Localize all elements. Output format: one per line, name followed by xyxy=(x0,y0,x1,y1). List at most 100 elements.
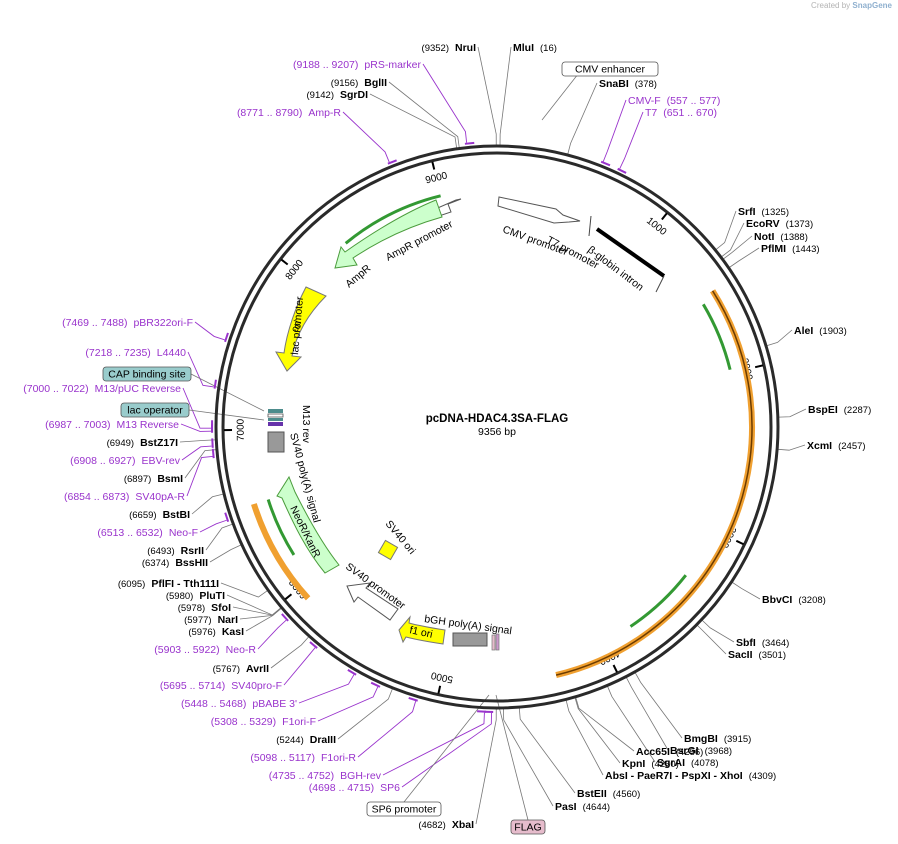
primer-label-m13-puc-reverse[interactable]: (7000 .. 7022)M13/pUC Reverse xyxy=(23,383,181,395)
enzyme-label-bsmi[interactable]: (6897)BsmI xyxy=(124,473,183,485)
enzyme-label-text[interactable]: (6374)BssHII xyxy=(142,557,208,569)
bgh-polya-block[interactable] xyxy=(452,632,488,647)
enzyme-label-text[interactable]: EcoRV(1373) xyxy=(746,218,813,230)
enzyme-label-bglii[interactable]: (9156)BglII xyxy=(331,77,387,89)
enzyme-label-pflmi[interactable]: PflMI(1443) xyxy=(761,243,820,255)
enzyme-label-text[interactable]: (5977)NarI xyxy=(184,614,238,626)
enzyme-label-text[interactable]: (6897)BsmI xyxy=(124,473,183,485)
enzyme-label-pflfi-tth111i[interactable]: (6095)PflFI - Tth111I xyxy=(118,578,219,590)
enzyme-label-text[interactable]: XcmI(2457) xyxy=(807,440,866,452)
enzyme-label-text[interactable]: SacII(3501) xyxy=(728,649,786,661)
enzyme-label-rsrii[interactable]: (6493)RsrII xyxy=(147,545,204,557)
sv40-promoter-arrow[interactable] xyxy=(346,582,399,621)
enzyme-label-text[interactable]: (4682)XbaI xyxy=(418,819,474,831)
primer-label-t7[interactable]: T7(651 .. 670) xyxy=(645,107,717,119)
enzyme-label-kasi[interactable]: (5976)KasI xyxy=(188,626,244,638)
primer-label-text[interactable]: (6854 .. 6873)SV40pA-R xyxy=(64,491,185,503)
primer-label-text[interactable]: (6987 .. 7003)M13 Reverse xyxy=(45,419,179,431)
primer-label-text[interactable]: (4735 .. 4752)BGH-rev xyxy=(269,770,382,782)
enzyme-label-text[interactable]: (5976)KasI xyxy=(188,626,244,638)
enzyme-label-srfi[interactable]: SrfI(1325) xyxy=(738,206,789,218)
primer-label-text[interactable]: (7000 .. 7022)M13/pUC Reverse xyxy=(23,383,181,395)
enzyme-label-text[interactable]: AbsI - PaeR7I - PspXI - XhoI(4309) xyxy=(605,770,776,782)
enzyme-label-text[interactable]: (6949)BstZ17I xyxy=(107,437,178,449)
primer-label-text[interactable]: (5308 .. 5329)F1ori-F xyxy=(211,716,316,728)
sv40-polya-block[interactable] xyxy=(267,431,285,453)
enzyme-label-text[interactable]: BsrGI(3968) xyxy=(670,745,732,757)
feature-box[interactable] xyxy=(561,61,659,77)
enzyme-label-avrii[interactable]: (5767)AvrII xyxy=(213,663,270,675)
primer-label-text[interactable]: (8771 .. 8790)Amp-R xyxy=(237,107,341,119)
primer-label-bgh-rev[interactable]: (4735 .. 4752)BGH-rev xyxy=(269,770,382,782)
primer-label-text[interactable]: (9188 .. 9207)pRS-marker xyxy=(293,59,421,71)
primer-label-m13-reverse[interactable]: (6987 .. 7003)M13 Reverse xyxy=(45,419,179,431)
enzyme-label-text[interactable]: SgrAI(4078) xyxy=(657,757,718,769)
enzyme-label-text[interactable]: AleI(1903) xyxy=(794,325,847,337)
primer-label-l4440[interactable]: (7218 .. 7235)L4440 xyxy=(85,347,186,359)
enzyme-label-text[interactable]: (6095)PflFI - Tth111I xyxy=(118,578,219,590)
enzyme-label-text[interactable]: (9142)SgrDI xyxy=(307,89,369,101)
sp6-block[interactable] xyxy=(495,633,500,651)
primer-label-pbabe-3[interactable]: (5448 .. 5468)pBABE 3' xyxy=(181,698,297,710)
enzyme-label-text[interactable]: MluI(16) xyxy=(513,42,557,54)
primer-label-text[interactable]: T7(651 .. 670) xyxy=(645,107,717,119)
enzyme-label-xbai[interactable]: (4682)XbaI xyxy=(418,819,474,831)
enzyme-label-text[interactable]: KpnI(4260) xyxy=(622,758,679,770)
enzyme-label-text[interactable]: SbfI(3464) xyxy=(736,637,789,649)
feature-box[interactable] xyxy=(102,366,192,382)
neor-green-arc[interactable] xyxy=(266,499,296,556)
m13-rev-block[interactable] xyxy=(268,422,283,426)
primer-label-pbr322ori-f[interactable]: (7469 .. 7488)pBR322ori-F xyxy=(62,317,193,329)
primer-label-neo-f[interactable]: (6513 .. 6532)Neo-F xyxy=(97,527,198,539)
feature-box-flag[interactable]: FLAG xyxy=(510,819,546,835)
enzyme-label-snabi[interactable]: SnaBI(378) xyxy=(599,78,657,90)
feature-box[interactable] xyxy=(120,402,190,418)
feature-box-cap-binding-site[interactable]: CAP binding site xyxy=(102,366,192,382)
ori-arrow[interactable] xyxy=(275,286,327,372)
enzyme-label-absi-paer7i-pspxi-xhoi[interactable]: AbsI - PaeR7I - PspXI - XhoI(4309) xyxy=(605,770,776,782)
enzyme-label-bsteii[interactable]: BstEII(4560) xyxy=(577,788,640,800)
enzyme-label-bbvci[interactable]: BbvCI(3208) xyxy=(762,594,826,606)
lac-promoter-block[interactable] xyxy=(267,413,284,418)
enzyme-label-nari[interactable]: (5977)NarI xyxy=(184,614,238,626)
enzyme-label-draiii[interactable]: (5244)DraIII xyxy=(276,734,336,746)
enzyme-label-bsshii[interactable]: (6374)BssHII xyxy=(142,557,208,569)
enzyme-label-ecorv[interactable]: EcoRV(1373) xyxy=(746,218,813,230)
primer-label-f1ori-f[interactable]: (5308 .. 5329)F1ori-F xyxy=(211,716,316,728)
enzyme-label-pluti[interactable]: (5980)PluTI xyxy=(166,590,225,602)
feature-box-sp6-promoter[interactable]: SP6 promoter xyxy=(366,801,442,817)
enzyme-label-bmgbi[interactable]: BmgBI(3915) xyxy=(684,733,751,745)
enzyme-label-noti[interactable]: NotI(1388) xyxy=(754,231,808,243)
primer-label-sv40pa-r[interactable]: (6854 .. 6873)SV40pA-R xyxy=(64,491,185,503)
enzyme-label-alei[interactable]: AleI(1903) xyxy=(794,325,847,337)
enzyme-label-bstz17i[interactable]: (6949)BstZ17I xyxy=(107,437,178,449)
primer-label-ebv-rev[interactable]: (6908 .. 6927)EBV-rev xyxy=(70,455,181,467)
cap-site-block[interactable] xyxy=(268,409,283,413)
enzyme-label-text[interactable]: (5244)DraIII xyxy=(276,734,336,746)
enzyme-label-text[interactable]: BspEI(2287) xyxy=(808,404,871,416)
enzyme-label-text[interactable]: (5978)SfoI xyxy=(178,602,231,614)
primer-label-text[interactable]: (5903 .. 5922)Neo-R xyxy=(154,644,256,656)
primer-label-amp-r[interactable]: (8771 .. 8790)Amp-R xyxy=(237,107,341,119)
primer-label-text[interactable]: (5448 .. 5468)pBABE 3' xyxy=(181,698,297,710)
cmv-promoter-arrow[interactable] xyxy=(497,196,581,224)
enzyme-label-bspei[interactable]: BspEI(2287) xyxy=(808,404,871,416)
enzyme-label-sbfi[interactable]: SbfI(3464) xyxy=(736,637,789,649)
enzyme-label-text[interactable]: Acc65I(4256) xyxy=(636,746,703,758)
primer-label-f1ori-r[interactable]: (5098 .. 5117)F1ori-R xyxy=(250,752,356,764)
enzyme-label-text[interactable]: (9352)NruI xyxy=(422,42,477,54)
enzyme-label-sacii[interactable]: SacII(3501) xyxy=(728,649,786,661)
sv40-ori-block[interactable] xyxy=(377,539,399,561)
insert-green-arrow-b[interactable] xyxy=(629,574,687,628)
enzyme-label-bsrgi[interactable]: BsrGI(3968) xyxy=(670,745,732,757)
primer-label-text[interactable]: (5098 .. 5117)F1ori-R xyxy=(250,752,356,764)
enzyme-label-pasi[interactable]: PasI(4644) xyxy=(555,801,610,813)
enzyme-label-text[interactable]: NotI(1388) xyxy=(754,231,808,243)
enzyme-label-text[interactable]: BbvCI(3208) xyxy=(762,594,826,606)
primer-label-sp6[interactable]: (4698 .. 4715)SP6 xyxy=(309,782,400,794)
enzyme-label-text[interactable]: PflMI(1443) xyxy=(761,243,820,255)
primer-label-text[interactable]: (6513 .. 6532)Neo-F xyxy=(97,527,198,539)
enzyme-label-sfoi[interactable]: (5978)SfoI xyxy=(178,602,231,614)
feature-box[interactable] xyxy=(510,819,546,835)
feature-box-cmv-enhancer[interactable]: CMV enhancer xyxy=(561,61,659,77)
